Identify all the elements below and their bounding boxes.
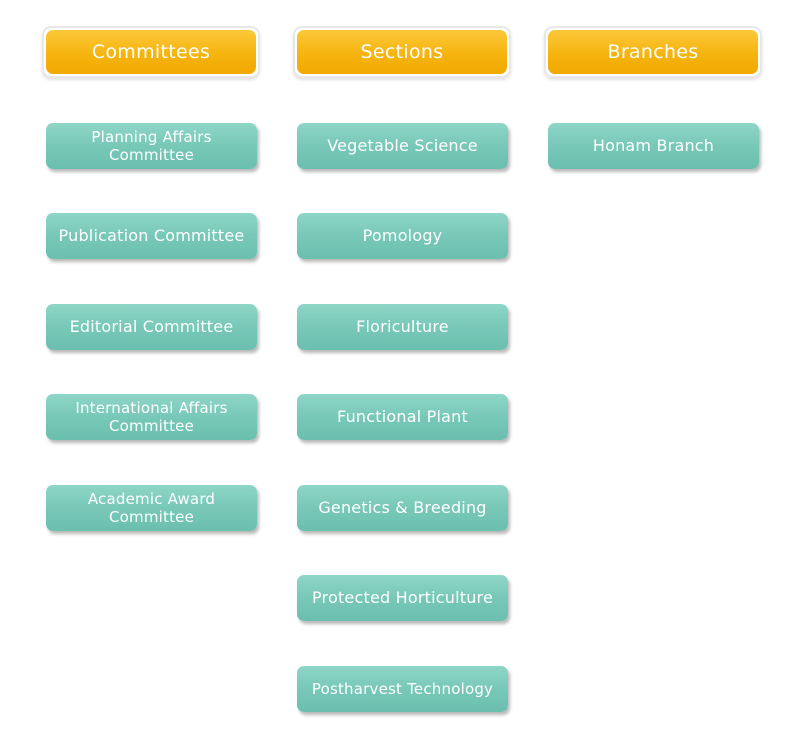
committee-item-label: International Affairs Committee xyxy=(75,399,228,435)
section-item-label: Functional Plant xyxy=(337,407,468,426)
committee-item-planning-affairs[interactable]: Planning Affairs Committee xyxy=(46,123,257,169)
section-item-protected-horticulture[interactable]: Protected Horticulture xyxy=(297,575,508,621)
section-item-pomology[interactable]: Pomology xyxy=(297,213,508,259)
section-item-floriculture[interactable]: Floriculture xyxy=(297,304,508,350)
section-item-label: Pomology xyxy=(362,226,443,245)
section-item-label: Vegetable Science xyxy=(327,136,478,155)
section-item-functional-plant[interactable]: Functional Plant xyxy=(297,394,508,440)
section-item-label: Genetics & Breeding xyxy=(318,498,487,517)
committee-item-international-affairs[interactable]: International Affairs Committee xyxy=(46,394,257,440)
section-item-label: Postharvest Technology xyxy=(311,680,494,698)
committee-item-label: Editorial Committee xyxy=(69,317,234,336)
committee-item-label: Planning Affairs Committee xyxy=(91,128,212,164)
committee-item-editorial[interactable]: Editorial Committee xyxy=(46,304,257,350)
committee-item-academic-award[interactable]: Academic Award Committee xyxy=(46,485,257,531)
branches-header-label: Branches xyxy=(548,30,758,74)
branch-item-honam[interactable]: Honam Branch xyxy=(548,123,759,169)
branches-header-button[interactable]: Branches xyxy=(544,26,762,78)
section-item-postharvest-technology[interactable]: Postharvest Technology xyxy=(297,666,508,712)
committees-header-button[interactable]: Committees xyxy=(42,26,260,78)
committee-item-label: Publication Committee xyxy=(58,226,245,245)
section-item-vegetable-science[interactable]: Vegetable Science xyxy=(297,123,508,169)
committees-header-label: Committees xyxy=(46,30,256,74)
section-item-label: Floriculture xyxy=(356,317,449,336)
committee-item-label: Academic Award Committee xyxy=(87,490,216,526)
section-item-genetics-breeding[interactable]: Genetics & Breeding xyxy=(297,485,508,531)
sections-header-button[interactable]: Sections xyxy=(293,26,511,78)
section-item-label: Protected Horticulture xyxy=(311,588,494,607)
committee-item-publication[interactable]: Publication Committee xyxy=(46,213,257,259)
sections-header-label: Sections xyxy=(297,30,507,74)
branch-item-label: Honam Branch xyxy=(592,136,715,155)
